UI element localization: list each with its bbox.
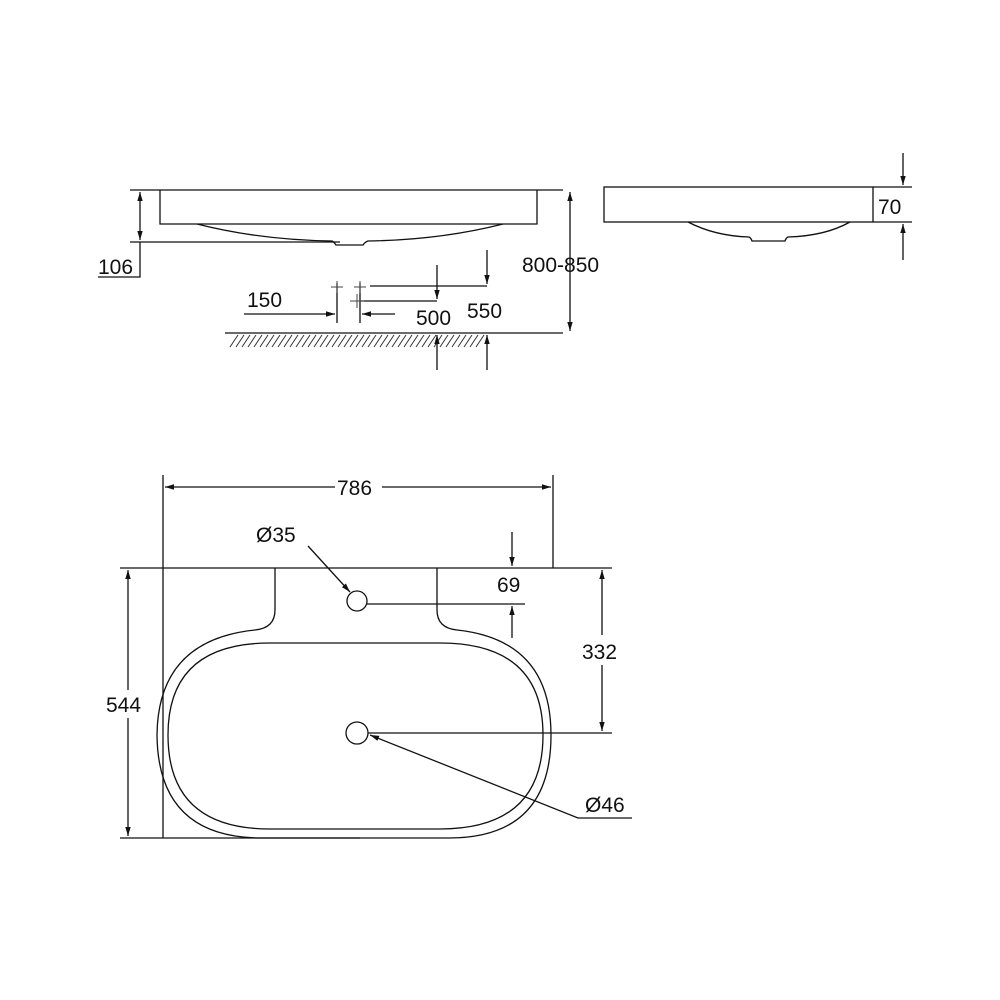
hatch-line [253, 334, 263, 348]
label-500: 500 [416, 307, 451, 330]
label-550: 550 [467, 300, 502, 323]
hatch-line [271, 334, 281, 348]
tap-hole [346, 590, 368, 612]
hatch-line [397, 334, 407, 348]
side-basin-body [603, 186, 874, 223]
hatch-line [469, 334, 479, 348]
floor-hatch [229, 334, 485, 348]
hatch-line [415, 334, 425, 348]
hatch-line [475, 334, 485, 348]
hatch-line [241, 334, 251, 348]
side-basin-bowl [687, 221, 851, 242]
bowl-inner-outline [167, 642, 544, 830]
hatch-line [409, 334, 419, 348]
hatch-line [403, 334, 413, 348]
label-69: 69 [497, 574, 520, 597]
label-tap-hole: Ø35 [256, 524, 296, 547]
side-view: 70 [603, 153, 912, 260]
hatch-line [349, 334, 359, 348]
label-drain: Ø46 [585, 794, 625, 817]
hatch-line [283, 334, 293, 348]
hatch-line [301, 334, 311, 348]
hatch-line [247, 334, 257, 348]
hatch-line [385, 334, 395, 348]
hatch-line [457, 334, 467, 348]
hatch-line [367, 334, 377, 348]
hatch-line [265, 334, 275, 348]
hatch-line [259, 334, 269, 348]
hatch-line [379, 334, 389, 348]
front-view: 106 800-850 550 500 150 [98, 189, 599, 370]
hatch-line [355, 334, 365, 348]
drain-hole [345, 721, 369, 745]
hatch-line [331, 334, 341, 348]
hatch-line [451, 334, 461, 348]
hatch-line [373, 334, 383, 348]
hatch-line [229, 334, 239, 348]
label-150: 150 [247, 289, 282, 312]
label-800-850: 800-850 [522, 254, 599, 277]
label-106: 106 [98, 256, 133, 279]
hatch-line [307, 334, 317, 348]
hatch-line [289, 334, 299, 348]
hatch-line [235, 334, 245, 348]
hatch-line [391, 334, 401, 348]
hatch-line [325, 334, 335, 348]
hatch-line [361, 334, 371, 348]
hatch-line [295, 334, 305, 348]
hatch-line [421, 334, 431, 348]
label-544: 544 [106, 694, 141, 717]
basin-bowl [196, 223, 504, 246]
hatch-line [277, 334, 287, 348]
hatch-line [439, 334, 449, 348]
basin-body [159, 190, 538, 225]
basin-outline [156, 568, 552, 839]
hatch-line [319, 334, 329, 348]
valve-symbols [331, 281, 366, 308]
hatch-line [445, 334, 455, 348]
hatch-line [337, 334, 347, 348]
label-70: 70 [878, 196, 901, 219]
hatch-line [313, 334, 323, 348]
label-332: 332 [582, 641, 617, 664]
label-786: 786 [337, 477, 372, 500]
hatch-line [343, 334, 353, 348]
hatch-line [463, 334, 473, 348]
top-view: 786 544 Ø35 69 332 Ø46 [106, 475, 632, 839]
